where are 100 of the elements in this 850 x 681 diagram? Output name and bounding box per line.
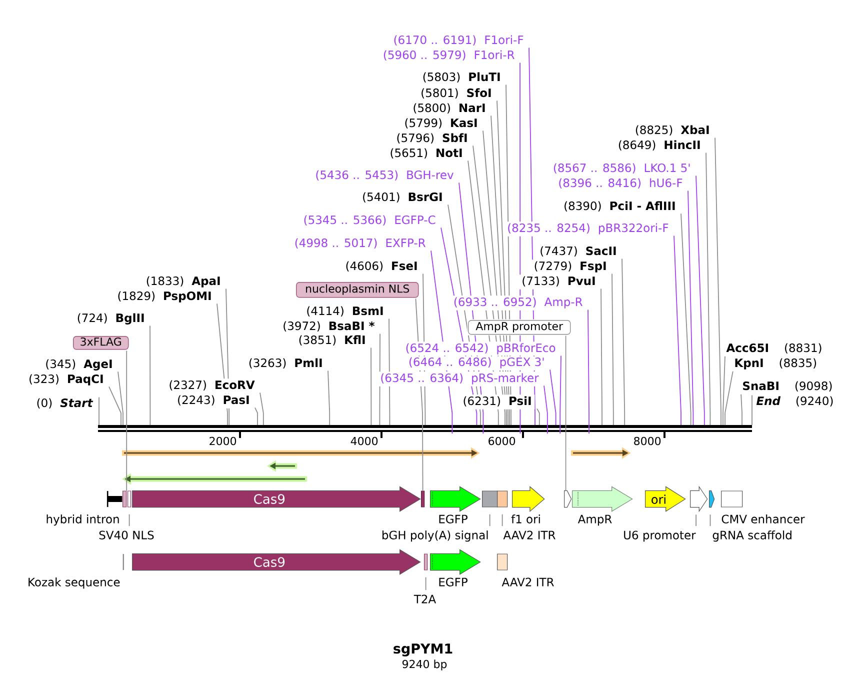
leader-line: [528, 47, 536, 426]
feature-box: [421, 490, 425, 508]
sequence-axis: [98, 425, 752, 432]
feature-block: [564, 490, 572, 508]
feature-box: [424, 554, 428, 570]
site-label: (7133) PvuI: [522, 276, 595, 287]
end-label: (0) Start: [37, 398, 94, 409]
feature-label: AAV2 ITR: [503, 530, 556, 540]
leader-line: [506, 84, 512, 426]
feature-label: U6 promoter: [624, 530, 696, 542]
leader-line: [722, 355, 726, 426]
site-label: (3263) PmlI: [249, 358, 322, 369]
site-label: (345) AgeI: [46, 359, 112, 370]
leader-line: [544, 385, 548, 434]
feature-block: [709, 490, 715, 508]
leader-line: [388, 318, 390, 426]
primer-label: (4998 .. 5017) EXFP-R: [295, 238, 426, 249]
feature-box: [497, 490, 508, 508]
site-label: (323) PaqCI: [30, 374, 103, 386]
leader-line: [126, 350, 128, 492]
feature-label: gRNA scaffold: [712, 530, 792, 542]
primer-label: (6524 .. 6542) pBRforEco: [406, 343, 556, 354]
site-label: (5799) KasI: [405, 118, 477, 129]
feature-label: EGFP: [439, 514, 468, 524]
feature-box: [122, 490, 127, 508]
site-label: (2243) PasI: [178, 395, 249, 406]
leader-line: [706, 152, 711, 426]
leader-line: [216, 303, 228, 426]
site-label: (5801) SfoI: [422, 88, 491, 99]
site-label: (7279) FspI: [534, 261, 606, 272]
site-label: (724) BglII: [78, 313, 144, 324]
end-label: End (9240): [756, 396, 833, 407]
map-title: sgPYM1: [394, 644, 452, 656]
leader-line: [128, 514, 130, 526]
leader-line: [440, 227, 478, 426]
site-label: (3972) BsaBI *: [284, 321, 375, 332]
leader-line: [600, 288, 602, 426]
primer-label: (8396 .. 8416) hU6-F: [559, 178, 682, 189]
leader-line: [458, 182, 484, 434]
leader-line: [260, 392, 264, 426]
site-label: (2327) EcoRV: [170, 380, 255, 391]
feature-label: CMV enhancer: [722, 514, 805, 524]
leader-line: [425, 576, 426, 590]
site-label: KpnI (8835): [735, 358, 816, 370]
leader-line: [370, 347, 372, 426]
feature-block: Cas9: [132, 549, 421, 575]
leader-line: [714, 137, 722, 426]
primer-label: (6933 .. 6952) Amp-R: [454, 297, 582, 308]
leader-line: [740, 393, 742, 426]
site-label: (1829) PspOMI: [118, 291, 211, 302]
feature-label: bGH poly(A) signal: [382, 530, 488, 542]
leader-line: [254, 407, 258, 426]
leader-line: [468, 160, 499, 426]
primer-label: (8235 .. 8254) pBR322ori-F: [508, 223, 668, 234]
site-label: (1833) ApaI: [146, 276, 220, 288]
leader-line: [674, 235, 682, 426]
leader-line: [422, 273, 426, 426]
site-label: (4114) BsmI: [307, 306, 383, 317]
leader-line: [612, 273, 614, 426]
feature-box: [128, 490, 132, 508]
feature-label: AmpR: [578, 514, 612, 526]
leader-line: [226, 288, 230, 426]
leader-line: [696, 175, 705, 426]
primer-label: (5345 .. 5366) EGFP-C: [304, 215, 436, 226]
leader-line: [150, 325, 151, 426]
feature-label: T2A: [414, 594, 436, 604]
leader-line: [710, 514, 711, 526]
leader-line: [328, 370, 330, 426]
label-box: AmpR promoter: [468, 320, 571, 335]
leader-line: [490, 115, 508, 426]
leader-line: [430, 250, 453, 434]
site-label: (8649) HincII: [618, 140, 700, 151]
leader-line: [482, 130, 507, 426]
site-label: (5803) PluTI: [423, 72, 500, 83]
length-label: 9240 bp: [402, 660, 447, 670]
feature-label: f1 ori: [511, 514, 540, 524]
primer-label: (5436 .. 5453) BGH-rev: [316, 170, 454, 181]
leader-line: [502, 514, 503, 526]
label-box: 3xFLAG: [73, 336, 129, 350]
site-label: (5796) SbfI: [397, 133, 467, 144]
feature-block: ori: [645, 486, 686, 512]
site-label: (8825) XbaI: [636, 125, 709, 136]
feature-box: [482, 490, 498, 508]
leader-line: [448, 204, 481, 426]
leader-line: [415, 298, 424, 492]
site-label: (5401) BsrGI: [363, 192, 442, 203]
leader-line: [472, 145, 506, 426]
primer-label: (5960 .. 5979) F1ori-R: [384, 50, 514, 61]
leader-line: [489, 514, 490, 526]
site-label: SnaBI (9098): [743, 381, 832, 392]
site-label: (5800) NarI: [414, 103, 485, 114]
feature-label: SV40 NLS: [99, 530, 154, 540]
site-label: (8390) PciI - AflIII: [564, 201, 675, 212]
site-label: Acc65I (8831): [726, 343, 822, 354]
leader-line: [550, 369, 556, 426]
primer-label: (6464 .. 6486) pGEX 3': [409, 357, 544, 368]
feature-block: Cas9: [132, 486, 421, 512]
leader-line: [379, 333, 380, 426]
leader-line: [560, 355, 562, 434]
site-label: (7437) SacII: [540, 246, 616, 257]
